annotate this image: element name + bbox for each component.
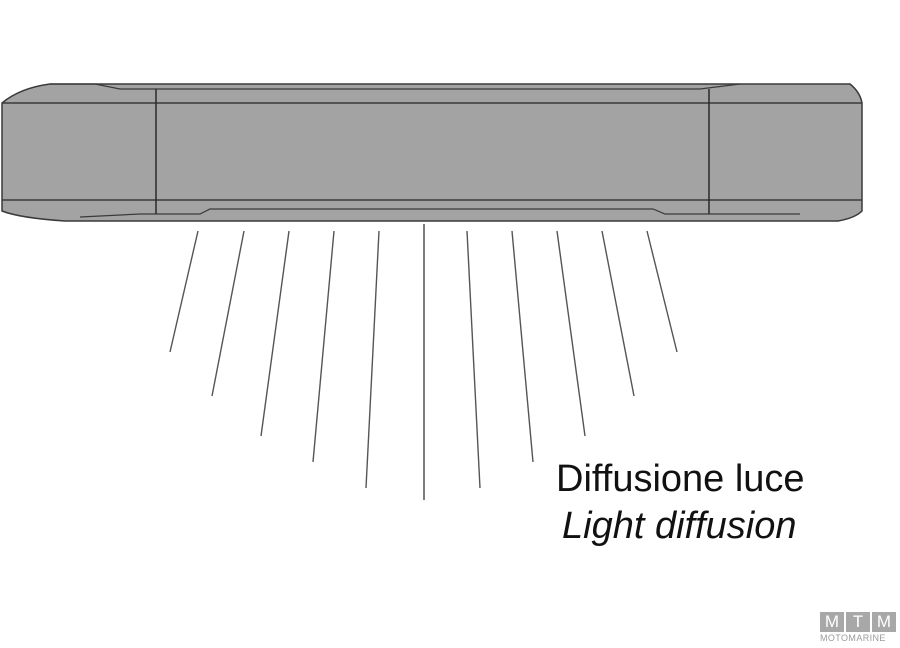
ray-9 [556,230,586,437]
light-bar [1,83,863,222]
ray-7 [466,230,481,489]
logo-letter-t: T [846,612,870,632]
ray-8 [511,230,534,463]
light-rays [169,224,678,500]
motomarine-logo: M T M MOTOMARINE [820,612,898,643]
logo-letter-m: M [820,612,844,632]
logo-letter-m2: M [872,612,896,632]
caption-english: Light diffusion [562,505,797,547]
ray-11 [646,230,678,353]
logo-letters: M T M [820,612,898,632]
ray-3 [260,230,290,437]
caption-italian: Diffusione luce [556,458,805,500]
ray-5 [365,230,380,489]
logo-wordmark: MOTOMARINE [820,633,886,643]
ray-10 [601,230,635,397]
ray-1 [169,230,199,353]
light-bar-body [1,83,863,222]
ray-4 [312,230,335,463]
ray-2 [211,230,245,397]
